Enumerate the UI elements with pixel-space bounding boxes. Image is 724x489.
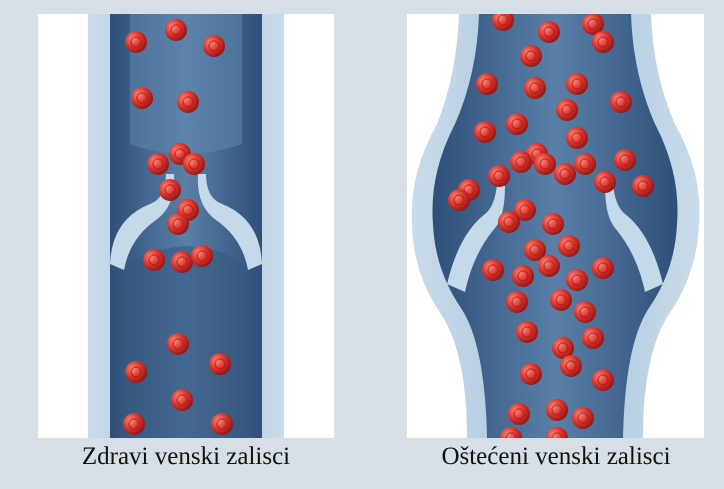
blood-cell (476, 73, 498, 95)
blood-cell (520, 363, 542, 385)
blood-cell (566, 127, 588, 149)
blood-cell (594, 171, 616, 193)
blood-cell (203, 35, 225, 57)
blood-cell (209, 353, 231, 375)
blood-cell (550, 289, 572, 311)
blood-cell (183, 153, 205, 175)
blood-cell (177, 91, 199, 113)
blood-cell (211, 413, 233, 435)
blood-cell (592, 257, 614, 279)
blood-cell (512, 265, 534, 287)
blood-cell (482, 259, 504, 281)
blood-cell (534, 153, 556, 175)
blood-cell (516, 321, 538, 343)
blood-cell (167, 333, 189, 355)
blood-cell (614, 149, 636, 171)
damaged-valves-caption: Oštećeni venski zalisci (400, 442, 712, 472)
blood-cell (560, 355, 582, 377)
vein-lumen-upper-sheen (130, 14, 242, 154)
blood-cell (167, 213, 189, 235)
blood-cell (165, 19, 187, 41)
blood-cell (506, 113, 528, 135)
blood-cell (592, 369, 614, 391)
blood-cell (582, 327, 604, 349)
blood-cell (498, 211, 520, 233)
blood-cell (558, 235, 580, 257)
healthy-vein-panel (38, 14, 334, 438)
blood-cell (574, 301, 596, 323)
blood-cell (171, 251, 193, 273)
blood-cell (610, 91, 632, 113)
blood-cell (508, 403, 530, 425)
blood-cell (566, 269, 588, 291)
blood-cell (524, 77, 546, 99)
blood-cell (510, 151, 532, 173)
blood-cell (474, 121, 496, 143)
damaged-vein-panel (407, 14, 704, 438)
blood-cell (131, 87, 153, 109)
blood-cell (147, 153, 169, 175)
healthy-valves-caption: Zdravi venski zalisci (38, 442, 334, 472)
blood-cell (554, 163, 576, 185)
blood-cell (538, 255, 560, 277)
blood-cell (632, 175, 654, 197)
healthy-vein-illustration (38, 14, 334, 438)
blood-cell (542, 213, 564, 235)
blood-cell (556, 99, 578, 121)
damaged-vein-illustration (407, 14, 704, 438)
blood-cell (143, 249, 165, 271)
blood-cell (171, 389, 193, 411)
blood-cell (506, 291, 528, 313)
blood-cell (572, 407, 594, 429)
blood-cell (159, 179, 181, 201)
blood-cell (125, 361, 147, 383)
blood-cell (125, 31, 147, 53)
blood-cell (538, 21, 560, 43)
blood-cell (574, 153, 596, 175)
blood-cell (592, 31, 614, 53)
blood-cell (546, 399, 568, 421)
blood-cell (123, 413, 145, 435)
blood-cell (520, 45, 542, 67)
blood-cell (488, 165, 510, 187)
blood-cell (566, 73, 588, 95)
blood-cell (448, 189, 470, 211)
blood-cell (191, 245, 213, 267)
